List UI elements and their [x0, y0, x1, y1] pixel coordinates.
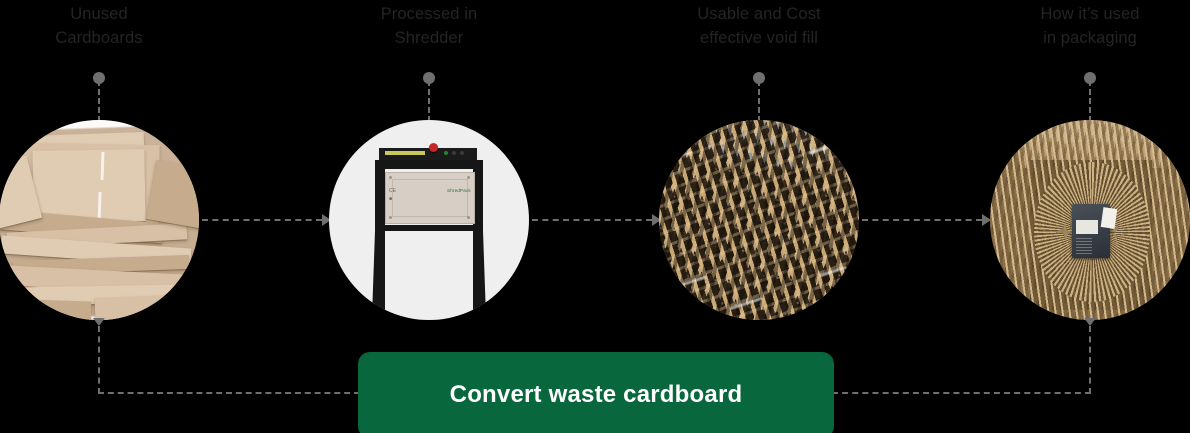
arrow-down-from-step-4: [1084, 318, 1096, 326]
step-node-dot-1: [93, 72, 105, 84]
drop-line-right: [1089, 326, 1091, 394]
arrow-3-to-4: [982, 214, 991, 226]
step-caption-processed-in-shredder: Processed in Shredder: [380, 5, 478, 47]
cardboard-stack-illustration: [0, 120, 199, 320]
connector-1-to-2: [202, 219, 322, 221]
convert-waste-cardboard-button[interactable]: Convert waste cardboard: [358, 352, 834, 433]
step-stem-2: [428, 80, 430, 122]
arrow-1-to-2: [322, 214, 331, 226]
rail-left-to-cta: [98, 392, 360, 394]
step-node-dot-4: [1084, 72, 1096, 84]
step-image-shredder-machine[interactable]: ShredPack CE ■: [329, 120, 529, 320]
connector-2-to-3: [532, 219, 652, 221]
arrow-2-to-3: [652, 214, 661, 226]
shredder-machine-illustration: ShredPack CE ■: [329, 120, 529, 320]
drop-line-left: [98, 326, 100, 394]
rail-right-to-cta: [832, 392, 1091, 394]
step-image-packaging-usage[interactable]: [990, 120, 1190, 320]
step-stem-1: [98, 80, 100, 122]
step-caption-usable-void-fill: Usable and Cost effective void fill: [697, 5, 821, 47]
step-stem-4: [1089, 80, 1091, 122]
arrow-down-from-step-1: [93, 318, 105, 326]
step-node-dot-2: [423, 72, 435, 84]
step-image-void-fill[interactable]: [659, 120, 859, 320]
connector-3-to-4: [862, 219, 982, 221]
step-stem-3: [758, 80, 760, 122]
step-caption-used-in-packaging: How it’s used in packaging: [1040, 5, 1140, 47]
packed-box-illustration: [990, 120, 1190, 320]
shredded-cardboard-illustration: [659, 120, 859, 320]
step-caption-unused-cardboards: Unused Cardboards: [55, 5, 143, 47]
step-image-unused-cardboards[interactable]: [0, 120, 199, 320]
step-node-dot-3: [753, 72, 765, 84]
